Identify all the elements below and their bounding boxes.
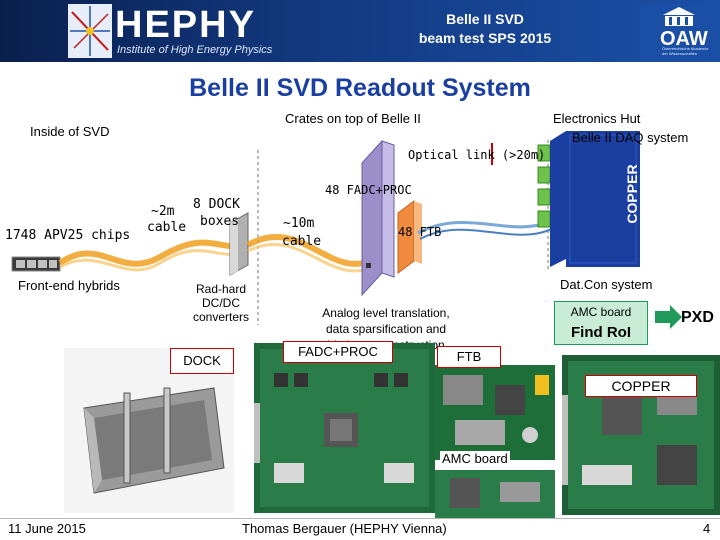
- fadc-proc-photo-label: FADC+PROC: [298, 344, 378, 359]
- oaw-logo-subtitle: Österreichische Akademie der Wissenschaf…: [662, 46, 709, 56]
- fadc-proc-count-label: 48 FADC+PROC: [325, 183, 412, 197]
- datcon-system-label: Dat.Con system: [560, 277, 653, 292]
- analog-line2: data sparsification and: [325, 322, 447, 336]
- footer-page-number: 4: [703, 521, 711, 536]
- ftb-count-label: 48 FTB: [398, 225, 442, 239]
- fadc-proc-photo-image: [254, 343, 435, 513]
- frontend-hybrids-label: Front-end hybrids: [18, 278, 120, 293]
- cable-10m-length-label: ~10m: [283, 216, 315, 231]
- frontend-hybrid-icon: [11, 256, 61, 272]
- hephy-logo-subtitle: Institute of High Energy Physics: [117, 44, 273, 56]
- footer-date: 11 June 2015: [8, 521, 86, 536]
- find-roi-label: Find RoI: [571, 324, 631, 341]
- slide-title: Belle II SVD Readout System: [189, 74, 531, 102]
- crates-on-top-label: Crates on top of Belle II: [285, 111, 421, 126]
- header-banner: [0, 0, 720, 62]
- cable-2m-length-label: ~2m: [151, 204, 175, 219]
- fadc-crate-icon: [361, 139, 395, 297]
- cable-2m-label: cable: [147, 220, 187, 235]
- ftb-photo-image: [435, 365, 555, 460]
- amc-board-box-label: AMC board: [570, 305, 632, 319]
- amc-board-photo-image: [435, 470, 555, 518]
- cable-10m: [246, 234, 374, 267]
- fadc-proc-photo-label-box: FADC+PROC: [283, 341, 393, 363]
- amc-board-photo: [435, 470, 555, 518]
- header-title-line2: beam test SPS 2015: [418, 30, 552, 46]
- pxd-label: PXD: [681, 309, 714, 326]
- oaw-logo-text: OAW: [660, 28, 708, 50]
- fadc-proc-photo: [254, 343, 435, 513]
- radhard-line3: converters: [192, 310, 250, 324]
- optical-link-label: Optical link (>20m): [408, 148, 546, 162]
- copper-label: COPPER: [624, 164, 640, 224]
- radhard-line1: Rad-hard: [195, 282, 247, 296]
- amc-board-photo-label: AMC board: [440, 451, 510, 466]
- footer-author: Thomas Bergauer (HEPHY Vienna): [242, 521, 447, 536]
- cable-10m-label: cable: [282, 234, 322, 249]
- copper-photo-label: COPPER: [611, 378, 671, 394]
- header-title-line1: Belle II SVD: [446, 11, 524, 27]
- pxd-arrow: [655, 305, 682, 329]
- dock-photo-label-box: DOCK: [170, 348, 234, 374]
- ftb-photo: [435, 365, 555, 460]
- hephy-logo: HEPHY: [115, 4, 256, 46]
- copper-photo-label-box: COPPER: [585, 375, 697, 397]
- copper-vertical-label: COPPER: [622, 136, 642, 256]
- oaw-building-icon: [663, 7, 695, 26]
- amc-board-box: AMC board Find RoI: [554, 301, 648, 345]
- copper-crate-icon: [537, 131, 640, 267]
- inside-svd-label: Inside of SVD: [30, 124, 110, 139]
- electronics-hut-label: Electronics Hut: [553, 111, 641, 126]
- dock-count-label: 8 DOCK: [193, 197, 240, 212]
- dock-box-icon: [229, 212, 249, 276]
- hephy-logo-icon: [68, 4, 112, 58]
- radhard-converters-label: Rad-hard DC/DC converters: [182, 282, 260, 324]
- dock-photo: [64, 348, 234, 513]
- ftb-photo-label-box: FTB: [437, 346, 501, 368]
- cable-2m: [58, 239, 239, 267]
- dock-boxes-label: boxes: [200, 214, 240, 229]
- readout-diagram: [11, 131, 682, 329]
- dock-photo-image: [64, 348, 234, 513]
- ftb-photo-label: FTB: [456, 349, 482, 364]
- belle-daq-label: Belle II DAQ system: [572, 130, 689, 145]
- footer-divider: [0, 518, 720, 519]
- apv25-chips-label: 1748 APV25 chips: [5, 228, 131, 243]
- header-title: Belle II SVD beam test SPS 2015: [380, 10, 590, 48]
- analog-line1: Analog level translation,: [322, 306, 450, 320]
- radhard-line2: DC/DC: [202, 296, 240, 310]
- dock-photo-label: DOCK: [183, 353, 221, 368]
